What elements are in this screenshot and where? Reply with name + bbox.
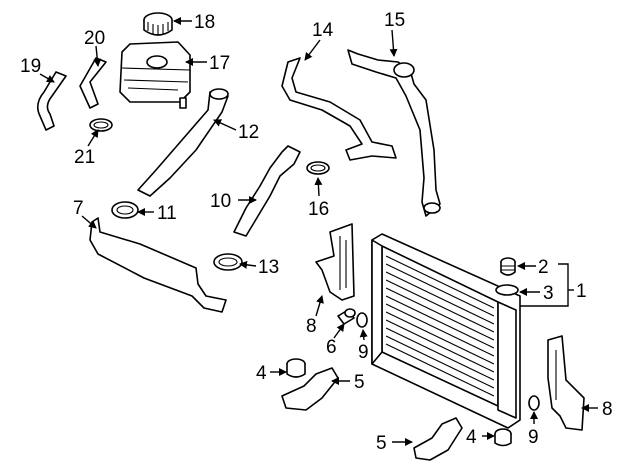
hose-15 — [347, 49, 441, 217]
bracket-left — [315, 223, 355, 301]
callout-20: 20 — [84, 28, 105, 49]
hose-12-end — [209, 88, 229, 100]
callout-6: 6 — [326, 337, 337, 358]
mount-bracket-lower — [413, 417, 463, 461]
leader-lines — [39, 17, 598, 446]
hose-10 — [233, 145, 301, 237]
callout-1: 1 — [576, 281, 587, 302]
drain-plug — [337, 308, 356, 325]
clamp-11 — [111, 201, 139, 219]
hose-19 — [36, 71, 67, 131]
mount-lower — [494, 428, 512, 447]
callout-14: 14 — [312, 20, 334, 41]
hose-15-junction — [393, 62, 441, 214]
callout-13: 13 — [258, 257, 279, 278]
clamp-13 — [213, 253, 243, 271]
radiator — [371, 233, 521, 429]
callout-labels: 18 17 19 20 21 12 11 7 10 13 14 16 15 8 … — [20, 10, 613, 454]
callout-17: 17 — [209, 53, 230, 74]
callout-5-lower: 5 — [376, 433, 387, 454]
hose-20 — [79, 57, 107, 109]
callout-8-right: 8 — [602, 399, 613, 420]
callout-16: 16 — [308, 199, 329, 220]
callout-4-lower: 4 — [466, 427, 477, 448]
hose-14 — [281, 57, 397, 161]
seal-strip — [89, 217, 227, 313]
o-ring-upper — [356, 312, 368, 328]
expansion-tank — [119, 41, 191, 109]
plug-2 — [500, 257, 516, 276]
o-ring-lower — [528, 395, 540, 411]
callout-8-left: 8 — [306, 316, 317, 337]
callout-2: 2 — [538, 257, 549, 278]
callout-9-upper: 9 — [358, 342, 369, 363]
clamp-16 — [306, 161, 330, 175]
clamp-21 — [89, 118, 113, 132]
callout-5-upper: 5 — [354, 372, 365, 393]
callout-12: 12 — [238, 122, 259, 143]
callout-21: 21 — [74, 147, 95, 168]
callout-10: 10 — [210, 191, 231, 212]
callout-15: 15 — [384, 10, 405, 31]
callout-3: 3 — [543, 283, 554, 304]
hose-12 — [137, 91, 229, 197]
callout-19: 19 — [20, 56, 41, 77]
callout-11: 11 — [157, 203, 177, 224]
callout-9-lower: 9 — [528, 427, 539, 448]
callout-4-upper: 4 — [256, 363, 267, 384]
reservoir-cap — [143, 12, 173, 36]
bracket-right — [547, 335, 585, 431]
callout-18: 18 — [194, 12, 215, 33]
callout-7: 7 — [73, 198, 84, 219]
mount-upper — [286, 358, 306, 378]
seal-ring — [495, 284, 519, 296]
